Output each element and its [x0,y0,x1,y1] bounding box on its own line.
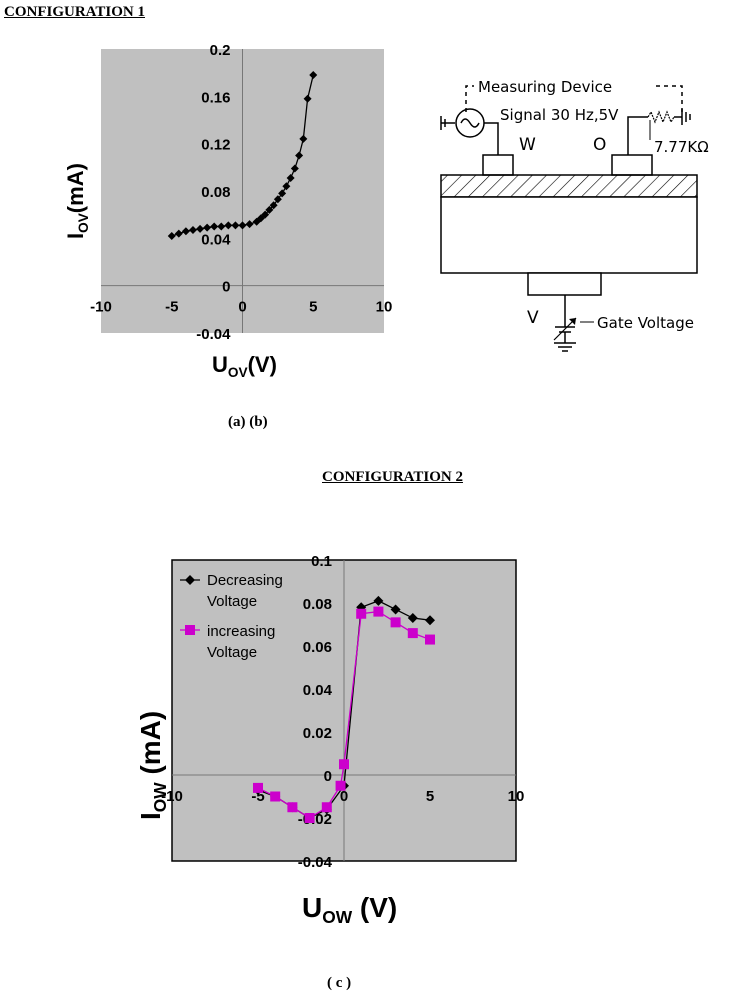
electrode-w-label: W [519,135,536,155]
configuration-2-heading: CONFIGURATION 2 [322,469,463,485]
data-point [373,606,384,617]
x-tick-label: -10 [90,299,112,316]
measuring-device-label-bg [474,76,654,96]
data-point [174,229,183,238]
x-tick-label: -10 [161,788,183,805]
data-point [278,189,287,198]
y-axis-label: IOW (mA) [135,711,170,820]
y-tick-label: -0.04 [196,326,231,343]
data-point [425,634,435,645]
measuring-device-label: Measuring Device [478,78,612,96]
o-wire [627,116,648,155]
substrate [440,196,698,274]
data-point [270,791,281,802]
data-point [188,226,197,235]
legend-label-decreasing-1: Decreasing [207,572,283,589]
data-point [265,205,274,214]
y-tick-label: 0.04 [201,231,231,248]
data-point [181,227,190,236]
y-tick-label: 0.16 [201,89,230,106]
data-point [339,759,349,770]
data-point [231,221,240,230]
data-point [287,802,298,813]
data-point [196,224,205,233]
gate-voltage-label: Gate Voltage [597,314,694,332]
data-point [373,595,384,606]
y-axis-label: IOV(mA) [63,163,91,239]
legend-label-increasing-2: Voltage [207,644,257,661]
resistor-label: 7.77KΩ [654,138,709,156]
y-tick-label: 0 [324,768,332,785]
configuration-1-heading: CONFIGURATION 1 [4,4,145,20]
y-tick-label: 0.06 [303,639,332,656]
x-tick-label: 10 [508,788,525,805]
data-point [304,813,315,823]
caption-c: ( c ) [327,975,352,991]
data-point [217,222,226,231]
data-point [167,231,176,240]
variable-arrow-head [569,318,576,325]
data-point [309,71,318,80]
legend-marker-increasing [185,625,195,635]
x-axis-label: UOW (V) [302,892,397,927]
x-tick-label: 10 [376,299,393,316]
data-point [390,617,401,628]
electrode-o-label: O [593,135,606,155]
data-point [273,195,282,204]
legend-label-increasing-1: increasing [207,623,275,640]
data-point [282,182,291,191]
caption-ab: (a) (b) [228,414,268,430]
data-point [261,210,270,219]
data-point [238,221,247,230]
data-point [407,628,418,639]
y-tick-label: 0.08 [201,184,230,201]
data-point [321,802,332,813]
y-tick-label: 0 [222,279,230,296]
gate-v-label: V [527,308,539,328]
data-point [245,220,254,229]
resistor-icon [647,110,675,124]
data-point [253,782,263,793]
data-point [210,222,219,231]
ac-wave-icon [460,118,480,128]
data-point [290,164,299,173]
y-tick-label: 0.04 [303,682,333,699]
y-tick-label: 0.1 [311,553,332,570]
x-tick-label: -5 [165,299,178,316]
data-point [356,608,367,619]
data-point [295,151,304,160]
data-point [299,134,308,143]
data-point [425,615,435,626]
y-tick-label: 0.12 [201,137,230,154]
y-tick-label: 0.02 [303,725,332,742]
x-tick-label: 5 [309,299,317,316]
data-point [390,604,401,615]
x-tick-label: 0 [340,788,348,805]
data-point [269,201,278,210]
signal-wire [484,122,499,155]
y-tick-label: -0.04 [298,854,333,871]
y-tick-label: 0.08 [303,596,332,613]
signal-label: Signal 30 Hz,5V [500,106,619,124]
legend-marker-decreasing [185,575,195,585]
data-point [286,173,295,182]
data-point [407,613,418,624]
data-point [303,94,312,103]
legend-label-decreasing-2: Voltage [207,593,257,610]
data-point [224,221,233,230]
data-point [335,780,346,791]
x-tick-label: 0 [238,299,246,316]
data-point [203,223,212,232]
x-axis-label: UOV(V) [212,352,277,380]
x-tick-label: 5 [426,788,434,805]
y-tick-label: 0.2 [210,42,231,59]
